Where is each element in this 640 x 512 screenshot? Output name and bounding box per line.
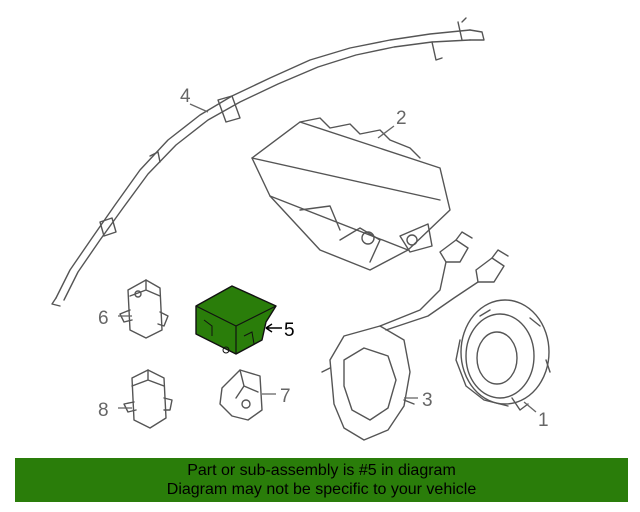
part-7-sensor-bracket[interactable] bbox=[219, 369, 263, 421]
part-3-wiring-harness[interactable] bbox=[321, 231, 509, 441]
callout-1: 1 bbox=[538, 410, 549, 431]
part-1-clock-spring[interactable] bbox=[455, 299, 551, 411]
disclaimer-line-vehicle: Diagram may not be specific to your vehi… bbox=[166, 481, 477, 498]
disclaimer-line-part: Part or sub-assembly is #5 in diagram bbox=[187, 462, 456, 479]
callout-3: 3 bbox=[422, 390, 433, 411]
callout-6: 6 bbox=[98, 308, 109, 329]
callout-2: 2 bbox=[396, 108, 407, 129]
part-6-impact-sensor[interactable] bbox=[119, 279, 169, 339]
callout-5: 5 bbox=[284, 320, 295, 341]
callout-7: 7 bbox=[280, 386, 291, 407]
part-5-airbag-control-module[interactable] bbox=[195, 285, 277, 355]
callout-8: 8 bbox=[98, 400, 109, 421]
part-8-side-sensor[interactable] bbox=[123, 369, 173, 429]
part-2-passenger-airbag[interactable] bbox=[251, 117, 451, 271]
leader-5 bbox=[265, 323, 282, 333]
leader-2 bbox=[377, 125, 395, 139]
callout-4: 4 bbox=[180, 86, 191, 107]
part-4-curtain-airbag[interactable] bbox=[51, 17, 485, 307]
diagram-disclaimer-banner: Part or sub-assembly is #5 in diagram Di… bbox=[15, 458, 628, 502]
leader-4 bbox=[189, 103, 209, 113]
leader-1 bbox=[523, 401, 537, 413]
